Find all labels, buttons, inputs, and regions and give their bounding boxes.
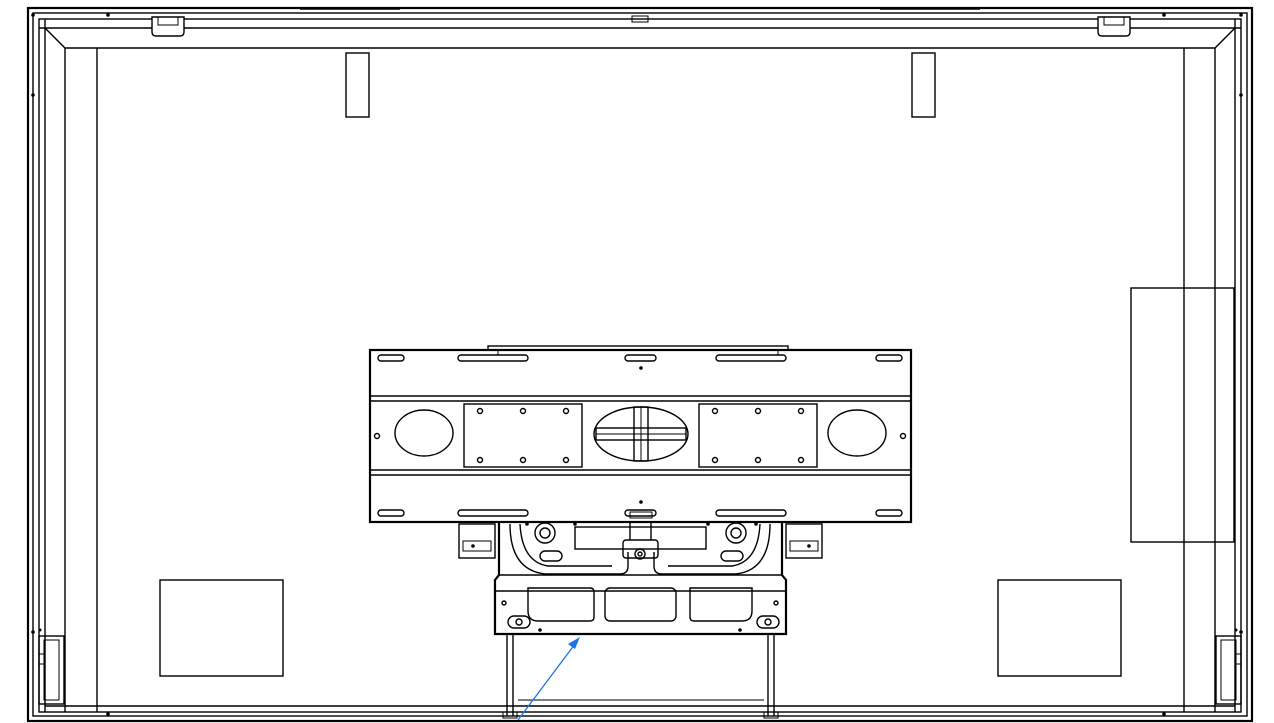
bottom-right-side-bracket — [1215, 635, 1242, 705]
mount-plate — [368, 345, 913, 524]
bottom-left-pad — [159, 579, 284, 677]
pointer-arrow — [517, 637, 580, 721]
bottom-right-pad — [997, 579, 1122, 677]
tv-outer-frame — [26, 6, 1254, 723]
plate-middle-band — [373, 403, 907, 468]
top-right-slot — [911, 52, 936, 118]
right-connector-panel — [1130, 287, 1235, 543]
top-left-slot — [345, 52, 370, 118]
top-left-clip — [151, 16, 185, 37]
top-right-clip — [1097, 16, 1131, 37]
mount-arm-assembly — [458, 511, 823, 719]
plate-top-slots — [377, 350, 903, 370]
plate-bottom-slots — [377, 500, 903, 517]
top-edge-features — [31, 8, 1243, 23]
bottom-left-side-bracket — [38, 635, 65, 705]
frame-screws — [31, 93, 1243, 716]
